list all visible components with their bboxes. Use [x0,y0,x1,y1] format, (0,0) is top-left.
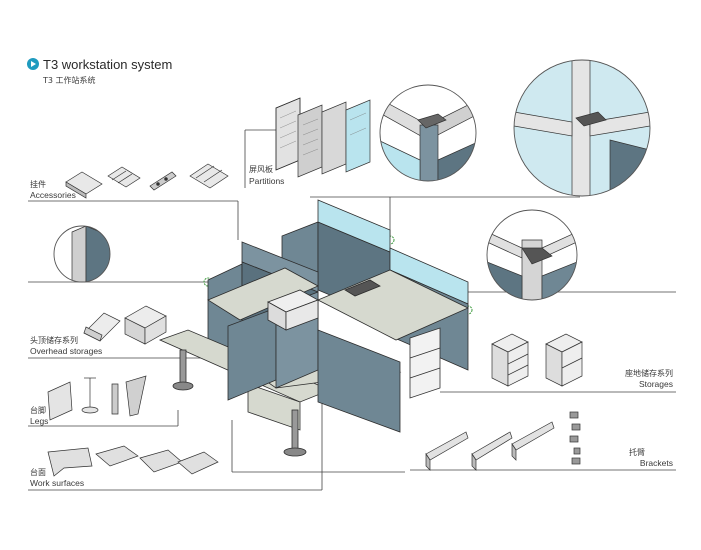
overhead-items [83,305,167,345]
label-storages-zh: 座地储存系列 [625,369,673,378]
label-legs-zh: 台脚 [30,406,46,415]
work-surface-items [47,445,219,477]
accessories-items [65,163,229,199]
storages-items [491,333,583,387]
label-surfaces-en: Work surfaces [30,478,85,488]
label-partitions-en: Partitions [249,176,285,186]
label-overhead-en: Overhead storages [30,346,103,356]
bracket-items [425,411,581,471]
label-brackets-zh: 托臂 [629,448,645,457]
detail-circle-right [486,209,578,301]
page-subtitle: T3 工作站系统 [43,76,96,85]
detail-circle-top-right [513,59,651,197]
label-overhead-zh: 头顶储存系列 [30,336,78,345]
legs-items [47,375,147,421]
label-surfaces-zh: 台面 [30,468,46,477]
partition-panels [275,97,371,178]
workstation-cluster [158,199,469,457]
label-partitions-zh: 屏风板 [249,165,273,174]
label-accessories-en: Accessories [30,190,76,200]
page-title: T3 workstation system [43,57,173,72]
play-icon [27,58,39,70]
detail-circle-top-left [379,84,477,182]
label-storages-en: Storages [638,379,673,389]
detail-circle-left [53,225,111,283]
label-accessories-zh: 挂件 [30,180,46,189]
label-brackets-en: Brackets [639,458,673,468]
label-legs-en: Legs [30,416,49,426]
